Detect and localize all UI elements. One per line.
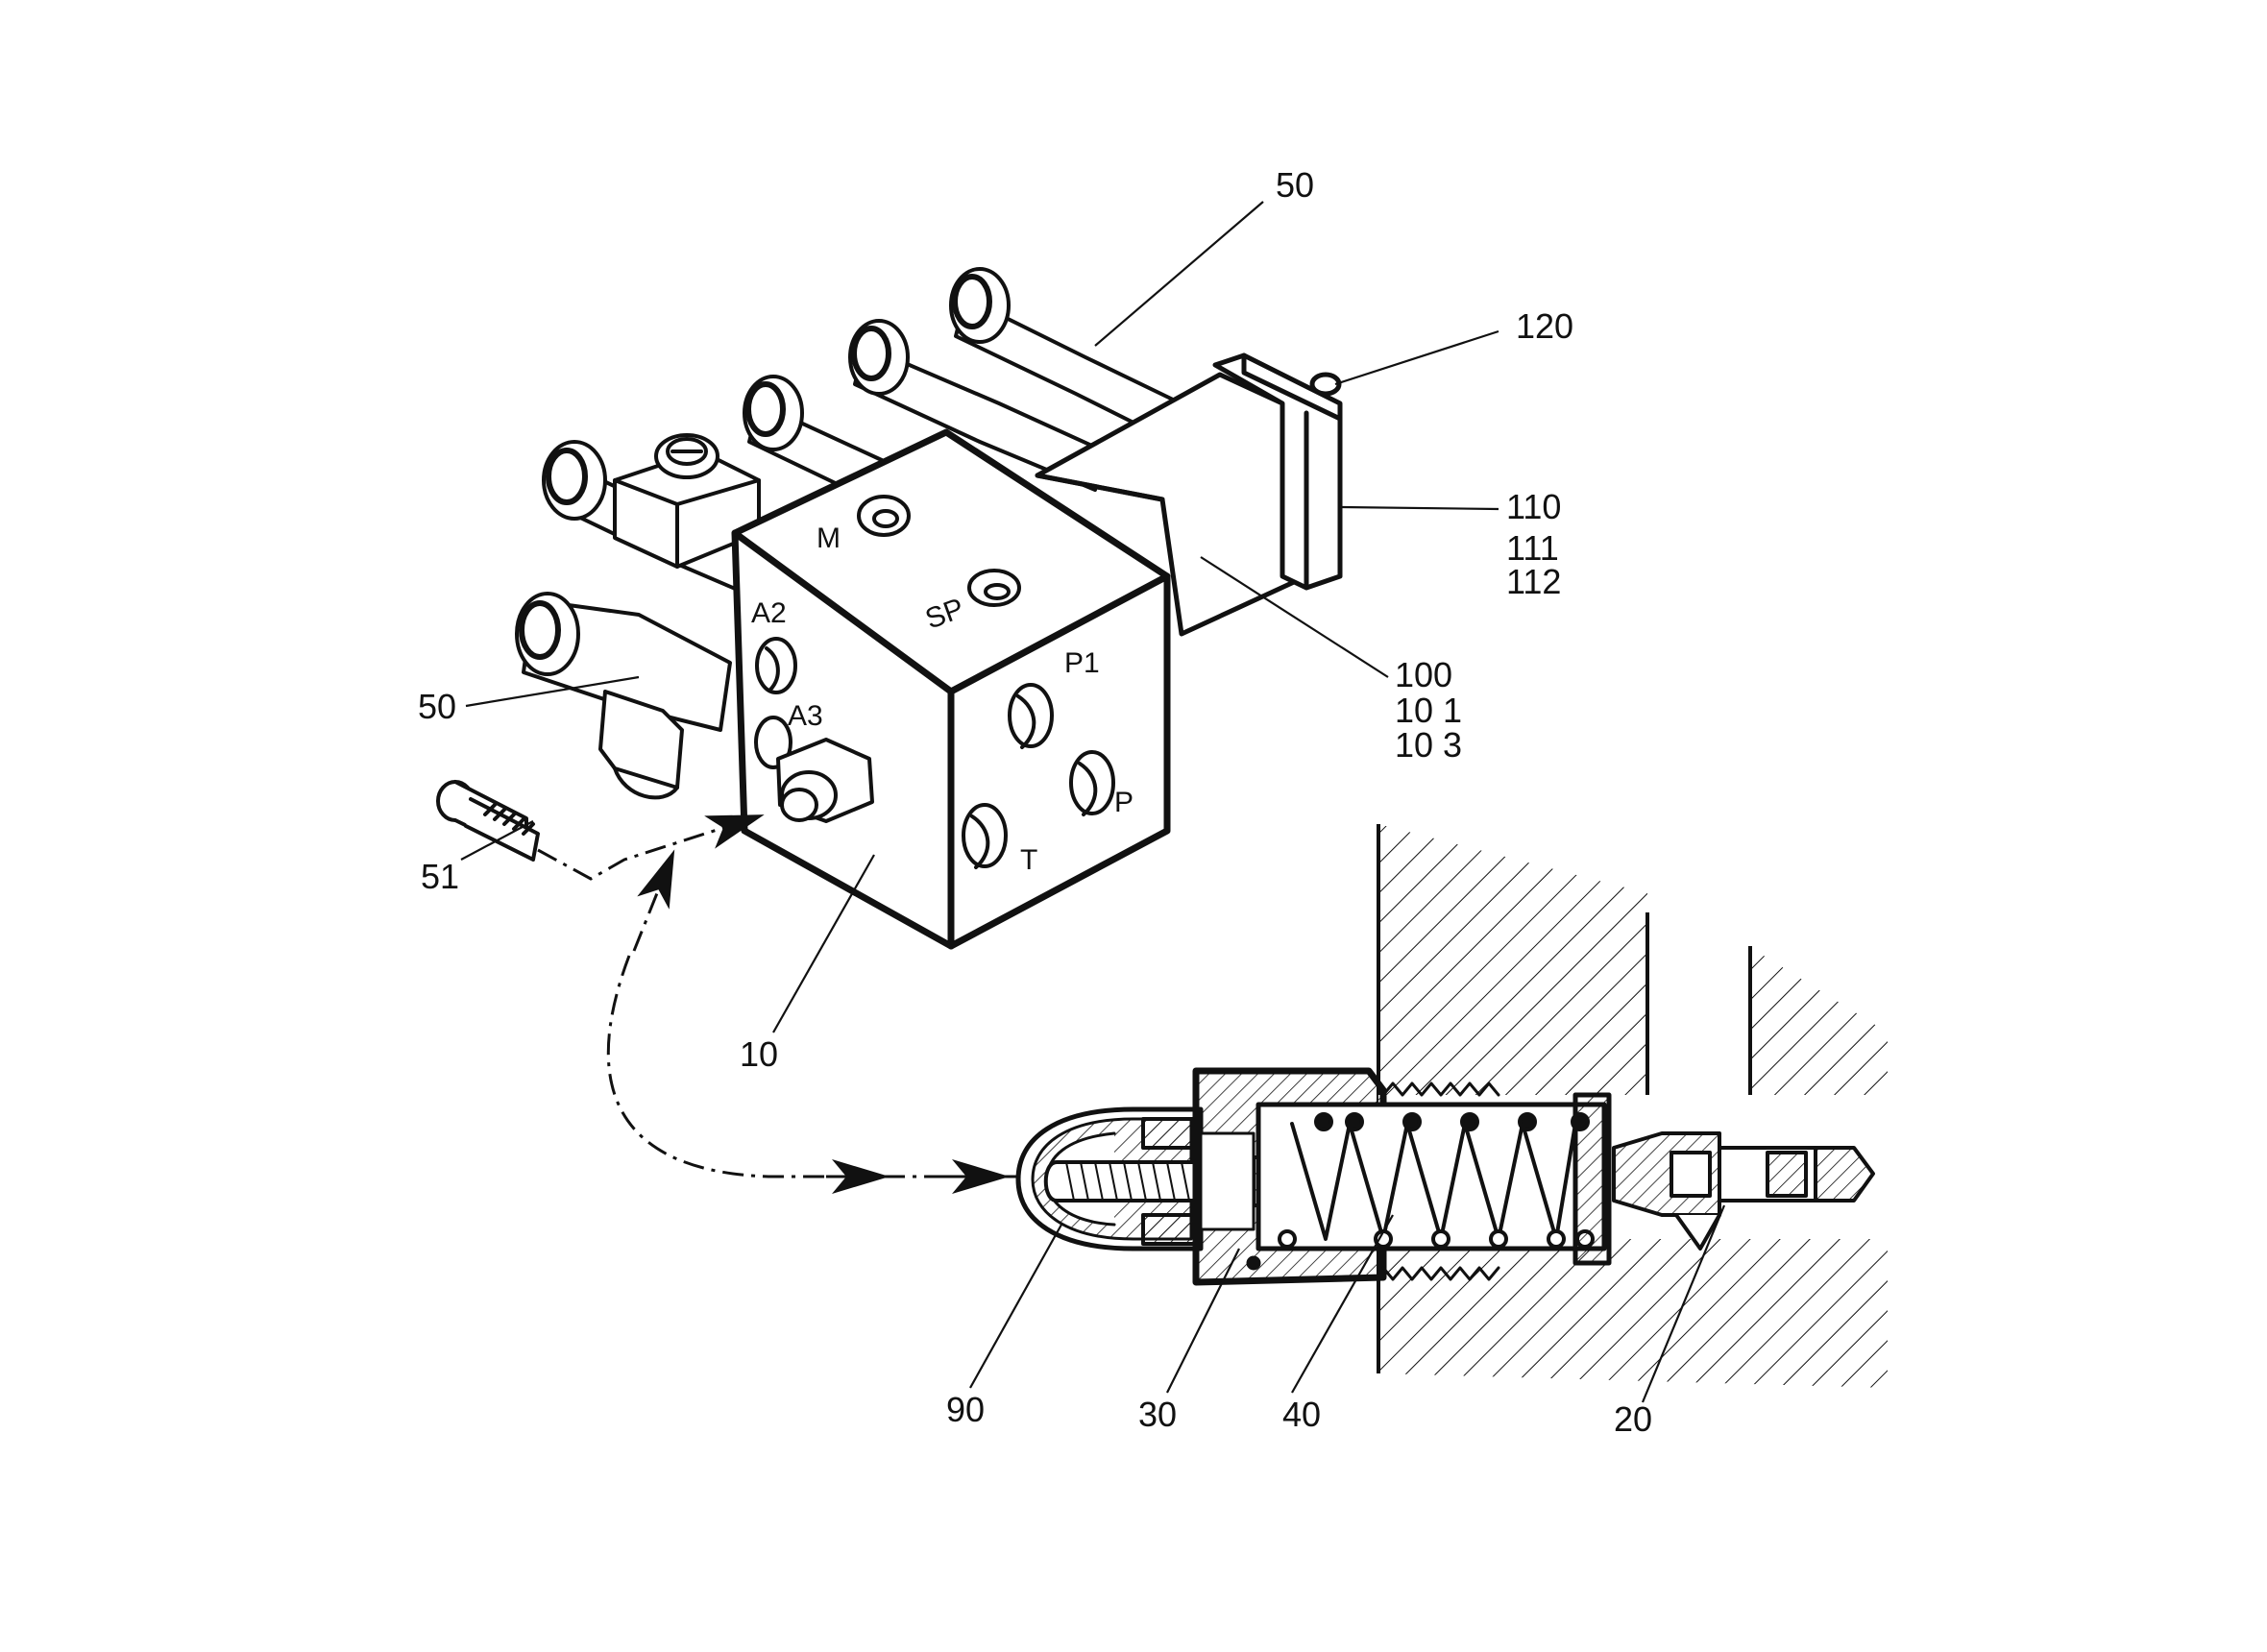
callout-100: 100 (1395, 655, 1452, 694)
port-label-p: P (1114, 787, 1134, 818)
solenoid-coils (515, 267, 1203, 800)
callout-101: 10 1 (1395, 691, 1462, 730)
port-t-hole (962, 803, 1008, 868)
callout-40: 40 (1282, 1395, 1321, 1434)
port-label-a2: A2 (751, 597, 787, 629)
callout-111: 111 (1506, 528, 1559, 568)
port-a3-hole (754, 716, 792, 769)
port-label-t: T (1020, 844, 1037, 876)
cross-section-detail (1015, 824, 1888, 1388)
seat-plate (1572, 1092, 1612, 1266)
block-ports (754, 495, 1115, 869)
callout-numbers: 50 120 110 111 112 100 10 1 10 3 50 51 1… (418, 165, 1652, 1439)
port-p1-hole (1008, 683, 1054, 748)
callout-110: 110 (1506, 487, 1561, 526)
poppet-20 (1612, 1131, 1875, 1251)
port-p-hole (1069, 750, 1115, 815)
callout-50-left: 50 (418, 687, 456, 726)
valve-body-30 (1192, 1067, 1607, 1286)
callout-120: 120 (1516, 306, 1573, 346)
port-label-a3: A3 (788, 700, 823, 732)
main-block (731, 428, 1171, 950)
port-label-p1: P1 (1064, 647, 1100, 679)
callout-103: 10 3 (1395, 725, 1462, 765)
manifold-extension (1035, 352, 1343, 637)
port-label-m: M (817, 522, 841, 554)
leader-lines (460, 201, 1726, 1403)
callout-51: 51 (421, 857, 459, 896)
valve-block-assembly: M SP A2 A3 P1 P T (436, 267, 1343, 1194)
callout-50-top: 50 (1276, 165, 1314, 205)
assembly-path (537, 814, 1018, 1194)
callout-90: 90 (946, 1390, 985, 1429)
callout-30: 30 (1138, 1395, 1177, 1434)
callout-10: 10 (740, 1034, 778, 1074)
body-thread (1381, 1081, 1500, 1281)
callout-112: 112 (1506, 562, 1561, 601)
callout-20: 20 (1614, 1399, 1652, 1439)
screw-51 (436, 780, 540, 862)
